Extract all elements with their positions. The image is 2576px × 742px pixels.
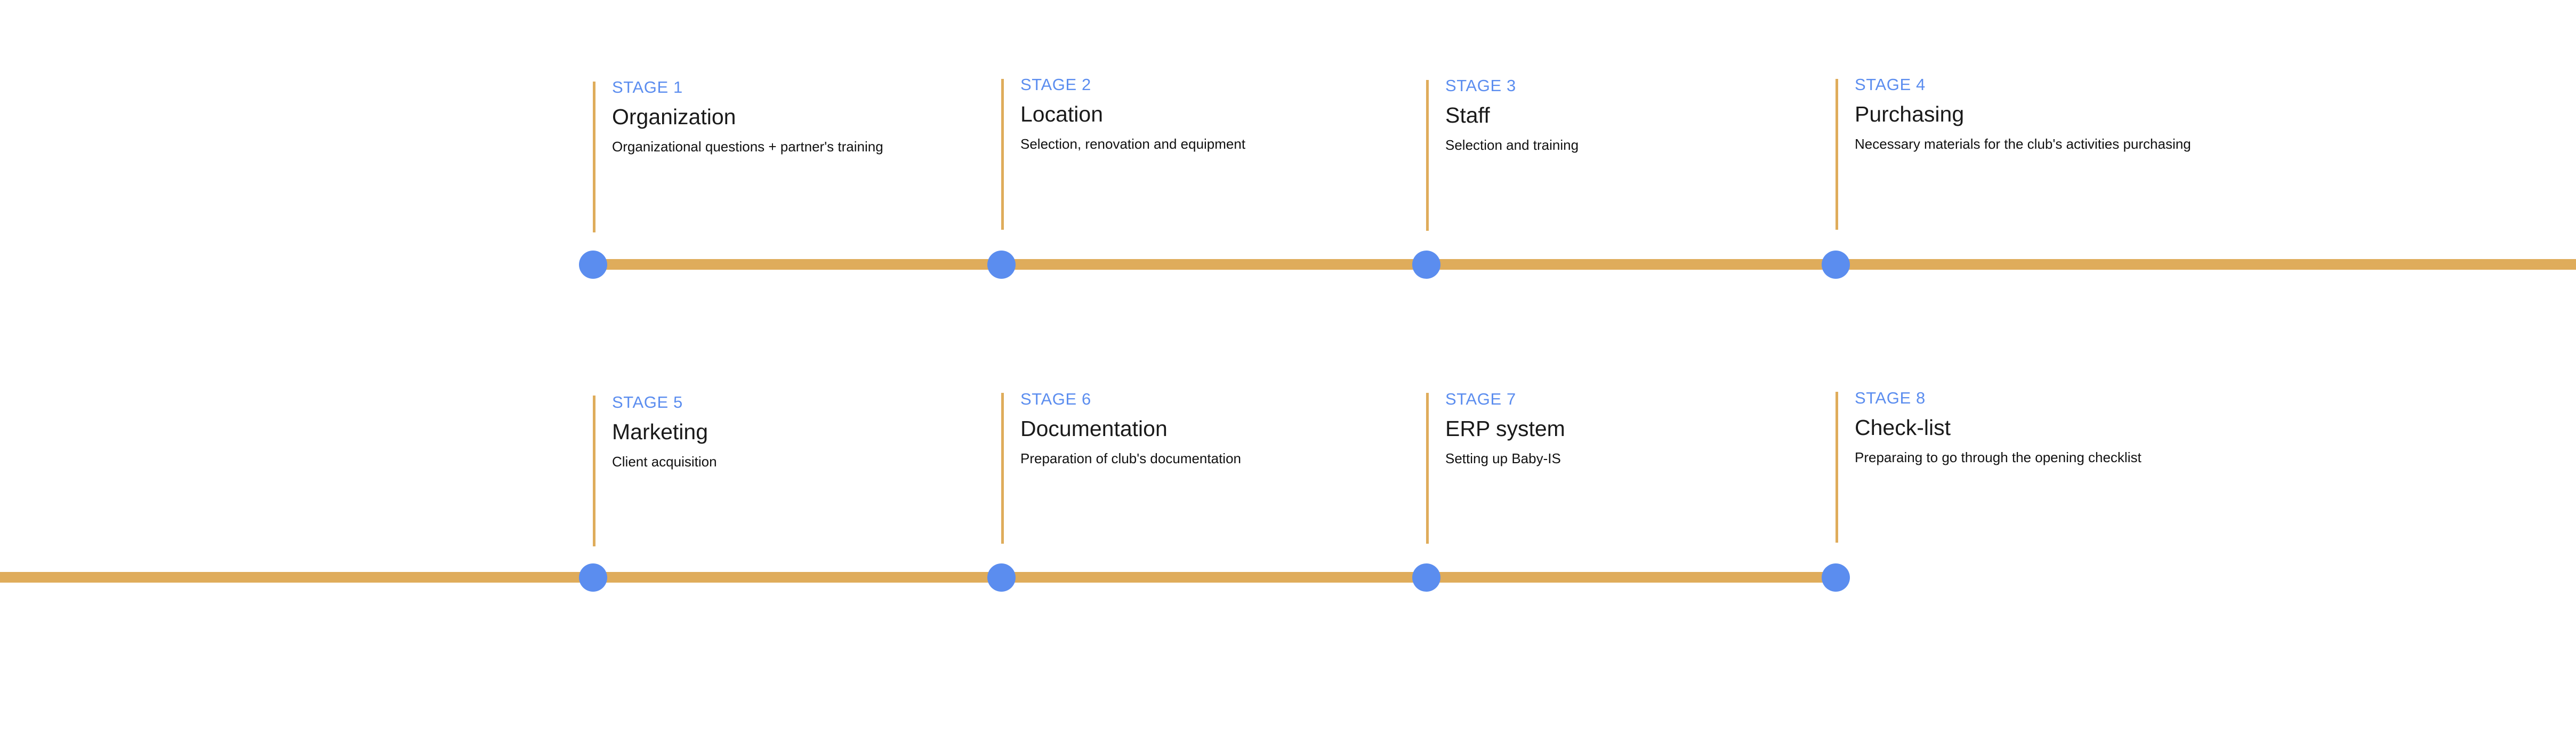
stage-card-5: STAGE 5 Marketing Client acquisition xyxy=(612,393,985,471)
stage-node-icon[interactable] xyxy=(1822,563,1850,592)
stage-description: Client acquisition xyxy=(612,453,717,470)
stage-tick-icon xyxy=(593,82,595,232)
stage-description: Preparaing to go through the opening che… xyxy=(1855,449,2142,465)
timeline-row-bottom: STAGE 5 Marketing Client acquisition STA… xyxy=(0,313,2576,686)
stage-node-icon[interactable] xyxy=(579,251,607,279)
stage-card-6: STAGE 6 Documentation Preparation of clu… xyxy=(1020,390,1394,467)
stage-title: Location xyxy=(1020,101,1104,126)
stage-description: Organizational questions + partner's tra… xyxy=(612,138,883,155)
stage-marker-8[interactable]: STAGE 8 Check-list Preparaing to go thro… xyxy=(1822,313,2246,686)
stage-node-icon[interactable] xyxy=(1412,563,1440,592)
stage-marker-4[interactable]: STAGE 4 Purchasing Necessary materials f… xyxy=(1822,0,2246,373)
stage-title: Marketing xyxy=(612,419,709,444)
stage-card-1: STAGE 1 Organization Organizational ques… xyxy=(612,78,985,156)
stage-tick-icon xyxy=(1426,80,1429,231)
stage-card-4: STAGE 4 Purchasing Necessary materials f… xyxy=(1855,76,2228,153)
stage-marker-7[interactable]: STAGE 7 ERP system Setting up Baby-IS xyxy=(1412,313,1837,686)
stage-marker-2[interactable]: STAGE 2 Location Selection, renovation a… xyxy=(987,0,1412,373)
stage-title: Documentation xyxy=(1020,416,1168,441)
stage-description: Setting up Baby-IS xyxy=(1445,450,1561,466)
stage-node-icon[interactable] xyxy=(579,563,607,592)
stage-title: Check-list xyxy=(1855,415,1951,440)
stage-node-icon[interactable] xyxy=(1412,251,1440,279)
stage-card-3: STAGE 3 Staff Selection and training xyxy=(1445,77,1818,154)
timeline-rail-bottom xyxy=(0,572,1836,583)
stage-node-icon[interactable] xyxy=(987,251,1016,279)
timeline-row-top: STAGE 1 Organization Organizational ques… xyxy=(579,0,2576,373)
stage-tick-icon xyxy=(1836,392,1838,543)
stage-title: Purchasing xyxy=(1855,101,1965,126)
stage-label: STAGE 5 xyxy=(612,393,683,412)
stage-card-8: STAGE 8 Check-list Preparaing to go thro… xyxy=(1855,389,2228,466)
stage-title: ERP system xyxy=(1445,416,1565,441)
stage-marker-1[interactable]: STAGE 1 Organization Organizational ques… xyxy=(579,0,1003,373)
stage-description: Selection, renovation and equipment xyxy=(1020,135,1246,152)
stage-description: Preparation of club's documentation xyxy=(1020,450,1241,466)
stage-tick-icon xyxy=(593,396,595,546)
stage-label: STAGE 1 xyxy=(612,78,683,96)
stage-tick-icon xyxy=(1836,79,1838,230)
stage-tick-icon xyxy=(1426,393,1429,544)
stage-tick-icon xyxy=(1001,79,1004,230)
stage-tick-icon xyxy=(1001,393,1004,544)
stage-description: Selection and training xyxy=(1445,136,1579,153)
stage-label: STAGE 7 xyxy=(1445,390,1516,408)
stage-label: STAGE 2 xyxy=(1020,75,1091,94)
stage-label: STAGE 6 xyxy=(1020,390,1091,408)
stage-description: Necessary materials for the club's activ… xyxy=(1855,135,2191,152)
stage-marker-3[interactable]: STAGE 3 Staff Selection and training xyxy=(1412,0,1837,373)
stage-node-icon[interactable] xyxy=(987,563,1016,592)
stage-card-7: STAGE 7 ERP system Setting up Baby-IS xyxy=(1445,390,1818,467)
stage-label: STAGE 8 xyxy=(1855,389,1926,407)
stage-marker-5[interactable]: STAGE 5 Marketing Client acquisition xyxy=(579,313,1003,686)
timeline-rail-top xyxy=(593,259,2576,270)
stage-card-2: STAGE 2 Location Selection, renovation a… xyxy=(1020,76,1394,153)
stage-title: Organization xyxy=(612,104,736,129)
stage-title: Staff xyxy=(1445,102,1490,127)
stage-label: STAGE 4 xyxy=(1855,75,1926,94)
stage-marker-6[interactable]: STAGE 6 Documentation Preparation of clu… xyxy=(987,313,1412,686)
stage-node-icon[interactable] xyxy=(1822,251,1850,279)
stage-label: STAGE 3 xyxy=(1445,76,1516,95)
